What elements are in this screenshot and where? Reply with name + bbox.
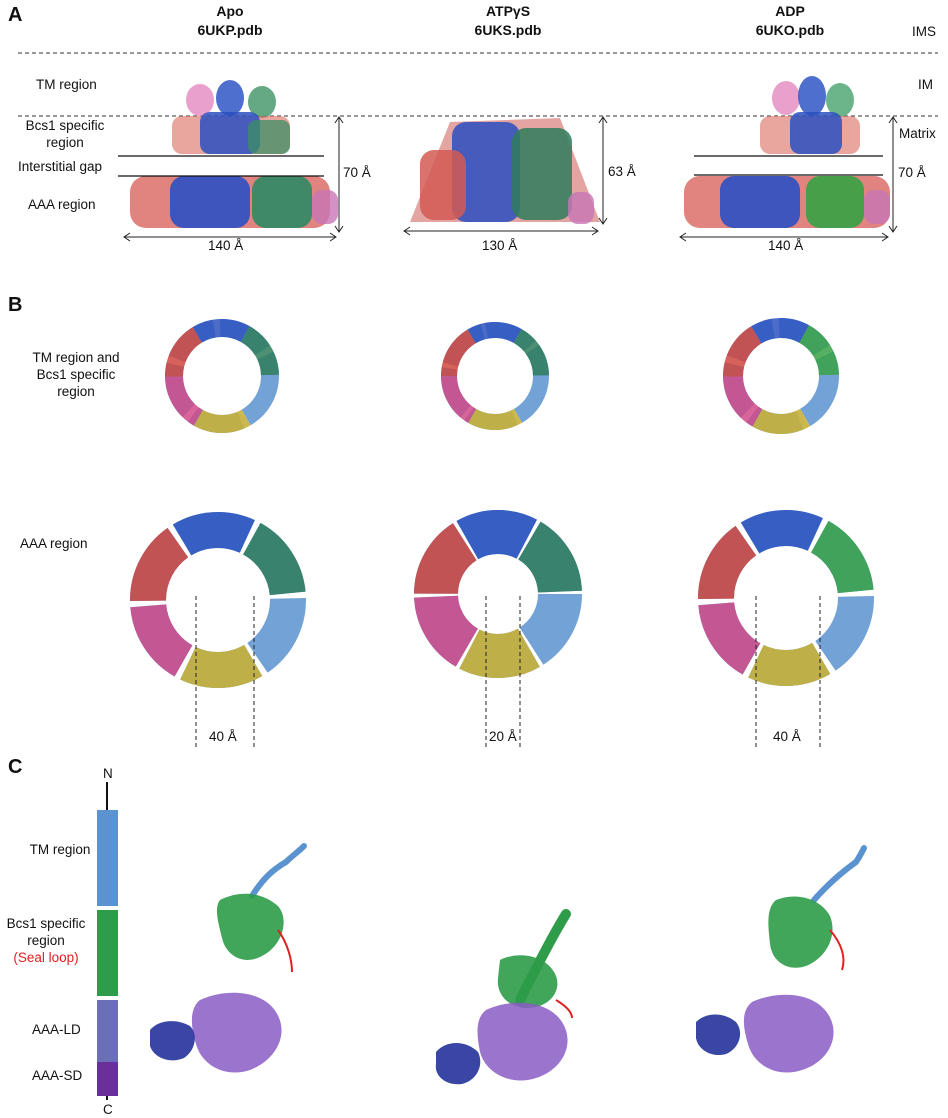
- column-state: ATPγS: [485, 3, 531, 19]
- adp-monomer-structure: [696, 845, 867, 1073]
- column-pdb: 6UKS.pdb: [474, 22, 542, 38]
- domain-label-aaa-sd: AAA-SD: [32, 1068, 83, 1083]
- label-tm-region: TM region: [36, 77, 97, 92]
- pore-width-adp: 40 Å: [773, 729, 801, 744]
- label-matrix: Matrix: [899, 126, 936, 141]
- pore-width-atpgs: 20 Å: [489, 729, 517, 744]
- domain-bar-aaa-ld: [97, 1000, 118, 1062]
- atpgs-side-view-structure: [410, 118, 600, 224]
- adp-side-view-structure: [684, 76, 890, 228]
- domain-bar-bcs1: [97, 910, 118, 996]
- height-adp: 70 Å: [898, 165, 926, 180]
- column-header-apo: Apo 6UKP.pdb: [150, 2, 310, 40]
- c-terminus-label: C: [103, 1102, 113, 1117]
- width-apo: 140 Å: [208, 238, 244, 253]
- label-bcs1-region: Bcs1 specific region: [25, 118, 105, 150]
- column-pdb: 6UKO.pdb: [755, 22, 825, 38]
- column-header-adp: ADP 6UKO.pdb: [710, 2, 870, 40]
- seal-loop-label: (Seal loop): [13, 950, 79, 965]
- label-interstitial-gap: Interstitial gap: [18, 159, 103, 174]
- height-apo: 70 Å: [343, 165, 371, 180]
- column-state: Apo: [216, 3, 244, 19]
- apo-monomer-structure: [150, 843, 307, 1073]
- label-aaa-region: AAA region: [28, 197, 96, 212]
- label-ims: IMS: [912, 24, 937, 39]
- column-state: ADP: [775, 3, 805, 19]
- width-adp: 140 Å: [768, 238, 804, 253]
- label-aaa-top-view: AAA region: [20, 536, 88, 551]
- column-pdb: 6UKP.pdb: [197, 22, 263, 38]
- adp-aaa-ring-structure: [698, 510, 874, 686]
- atpgs-monomer-structure: [435, 909, 573, 1085]
- domain-label-bcs1: Bcs1 specific region (Seal loop): [0, 915, 92, 966]
- apo-aaa-ring-structure: [130, 512, 306, 688]
- panel-label-a: A: [8, 4, 23, 26]
- apo-tm-ring-structure: [165, 319, 279, 433]
- domain-label-tm: TM region: [29, 842, 91, 857]
- n-terminus-label: N: [103, 766, 113, 781]
- panel-label-c: C: [8, 756, 23, 778]
- pore-width-apo: 40 Å: [209, 729, 237, 744]
- label-im: IM: [918, 77, 933, 92]
- adp-tm-ring-structure: [723, 318, 839, 434]
- atpgs-tm-ring-structure: [441, 322, 549, 430]
- domain-label-bcs1-text: Bcs1 specific region: [6, 916, 86, 948]
- atpgs-aaa-ring-structure: [414, 510, 582, 678]
- apo-side-view-structure: [130, 80, 338, 228]
- panel-label-b: B: [8, 294, 23, 316]
- label-tm-bcs1-top-view: TM region and Bcs1 specific region: [32, 350, 120, 399]
- domain-bar-aaa-sd: [97, 1062, 118, 1096]
- domain-label-aaa-ld: AAA-LD: [32, 1022, 81, 1037]
- height-atpgs: 63 Å: [608, 164, 636, 179]
- width-atpgs: 130 Å: [482, 238, 518, 253]
- column-header-atpgs: ATPγS 6UKS.pdb: [428, 2, 588, 40]
- domain-bar-tm: [97, 810, 118, 906]
